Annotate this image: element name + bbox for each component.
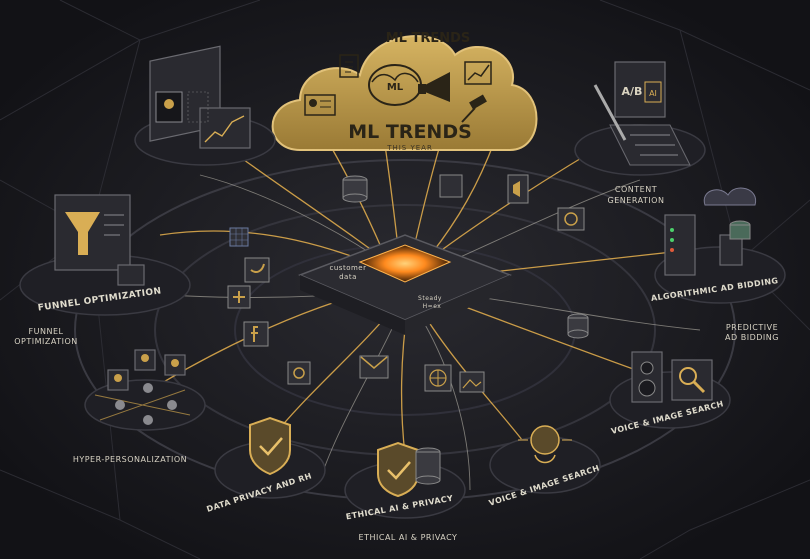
grid-node-icon [229,227,249,247]
cloud-title-main: ML TRENDS [348,121,472,143]
funnel-optimization-station: FUNNEL OPTIMIZATION [19,194,191,316]
image-icon [459,371,485,393]
brain-label: ML [387,82,404,93]
hyper-personalization-station [84,349,206,431]
predictive-outer-label-1: PREDICTIVE [726,323,778,332]
hyper-outer-label: HYPER-PERSONALIZATION [73,455,187,464]
user-profile-icons [107,349,186,425]
cloud-title-top: ML TRENDS [386,31,471,46]
central-processor: customer data Steady H=ex [298,234,512,335]
database-small-icon [567,313,589,339]
content-generation-station: A/B AI [574,61,706,176]
twitter-icon [244,257,270,283]
ethical-ai-station: ETHICAL AI & PRIVACY [344,441,466,521]
at-sign-icon [287,361,311,385]
predictive-outer-label-2: AD BIDDING [725,333,779,342]
camera-icon [557,207,585,231]
plus-icon [227,285,251,309]
funnel-outer-label-1: FUNNEL [29,327,64,336]
chip-label-hex: H=ex [423,303,442,310]
chip-label-customer: customer [330,264,367,272]
envelope-icon [359,355,389,379]
document-pen-icon [339,54,359,78]
funnel-outer-label-2: OPTIMIZATION [14,337,78,346]
database-icon [342,175,368,203]
chip-label-data: data [339,273,357,281]
algorithmic-ad-bidding-station: ALGORITHMIC AD BIDDING [650,187,786,304]
voice-image-search-right-station: VOICE & IMAGE SEARCH [609,351,731,436]
settings-box-icon [439,174,463,198]
megaphone-icon [418,72,450,102]
content-outer-label-2: GENERATION [608,196,665,205]
chip-label-steady: Steady [418,295,442,302]
cloud-subtitle: THIS YEAR [386,144,433,152]
ai-screen-text: AI [649,89,657,98]
profile-card-icon [304,94,336,116]
analytics-dashboard-station [134,45,276,166]
globe-icon [424,364,452,392]
gavel-icon [461,94,487,123]
content-outer-label-1: CONTENT [615,185,657,194]
speaker-icon [507,174,529,204]
ab-test-text: A/B [622,85,643,98]
growth-chart-icon [464,61,492,85]
ml-trends-cloud: ML TRENDS ML ML TRENDS THIS YE [271,31,538,152]
facebook-icon [243,321,269,347]
ethical-outer-label: ETHICAL AI & PRIVACY [359,533,458,542]
